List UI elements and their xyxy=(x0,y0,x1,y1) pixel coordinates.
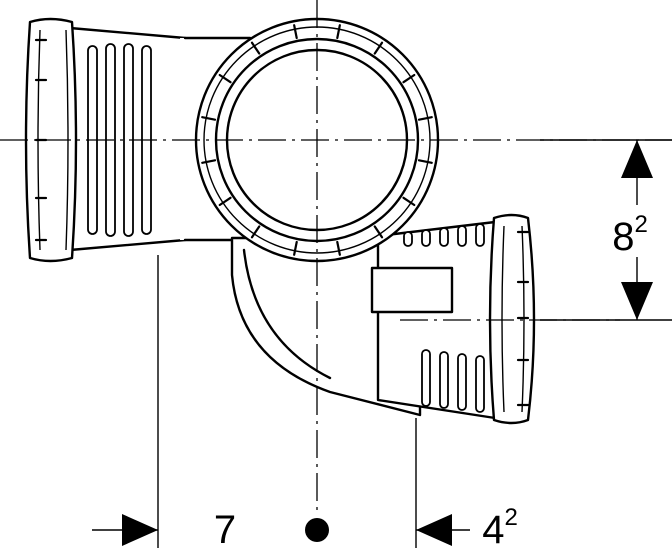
horizontal-dimension: 7 42 xyxy=(92,504,518,552)
socket-tick xyxy=(373,41,384,55)
socket-tick xyxy=(417,116,433,121)
socket-tick xyxy=(417,159,433,164)
vertical-dimension: 82 xyxy=(612,140,664,320)
dimension-right-label: 42 xyxy=(482,504,518,552)
socket-ticks xyxy=(201,24,433,256)
arrow-up-icon xyxy=(621,140,653,178)
dimension-vertical-label: 82 xyxy=(612,211,648,259)
socket-tick xyxy=(201,159,217,164)
extension-lines xyxy=(157,255,417,548)
socket-tick xyxy=(402,73,416,84)
socket-tick xyxy=(336,240,341,256)
right-pipe-ribs xyxy=(403,223,485,413)
arrow-down-icon xyxy=(621,282,653,320)
center-lines xyxy=(0,0,672,515)
socket-tick xyxy=(250,41,261,55)
socket-tick xyxy=(250,225,261,239)
socket-tick xyxy=(336,24,341,40)
socket-tick xyxy=(218,73,232,84)
dimension-left-label: 7 xyxy=(214,508,236,552)
socket-tick xyxy=(293,24,298,40)
socket-tick xyxy=(218,196,232,207)
socket-tick xyxy=(373,225,384,239)
right-flange xyxy=(488,213,536,425)
origin-point-icon xyxy=(305,518,329,542)
socket-tick xyxy=(402,196,416,207)
socket-tick xyxy=(293,240,298,256)
socket-tick xyxy=(201,116,217,121)
arrow-right-icon xyxy=(122,514,158,546)
